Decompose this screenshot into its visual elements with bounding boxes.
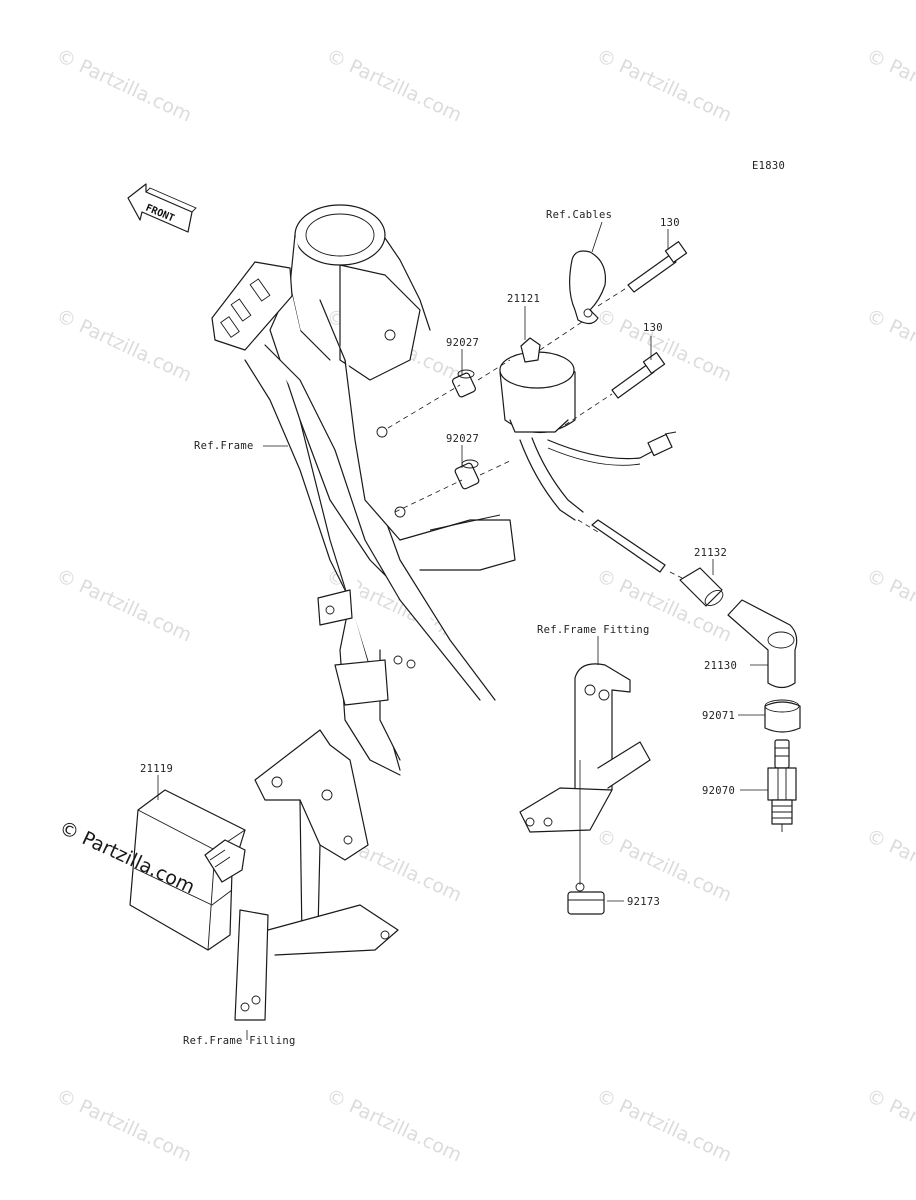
rubber-92173 xyxy=(567,882,605,915)
watermark: © Partzilla.com xyxy=(53,45,195,127)
label-92071: 92071 xyxy=(702,710,735,722)
frame-outline xyxy=(211,204,516,776)
watermark: © Partzilla.com xyxy=(593,825,735,907)
watermark: © Partzilla.com xyxy=(323,45,465,127)
label-92027-bot: 92027 xyxy=(446,433,479,445)
diagram-code: E1830 xyxy=(752,160,785,172)
watermark: © Partzilla.com xyxy=(593,305,735,387)
leader-lines xyxy=(157,221,768,1040)
ignition-coil xyxy=(499,337,677,521)
front-arrow-icon: FRONT xyxy=(127,183,197,233)
cdi-bracket xyxy=(234,729,399,1021)
label-92173: 92173 xyxy=(627,896,660,908)
label-92027-top: 92027 xyxy=(446,337,479,349)
label-130-top: 130 xyxy=(660,217,680,229)
label-ref-frame-fitting-upper: Ref.Frame Fitting xyxy=(537,624,650,636)
label-21132: 21132 xyxy=(694,547,727,559)
bolt-130-top xyxy=(627,241,688,293)
cable-clamp xyxy=(569,250,607,325)
watermark: © Partzilla.com xyxy=(593,1085,735,1167)
label-21119: 21119 xyxy=(140,763,173,775)
cap-21132 xyxy=(679,567,724,607)
plug-cap-21130 xyxy=(727,599,798,689)
bolt-130-mid xyxy=(611,352,666,399)
label-ref-cables: Ref.Cables xyxy=(546,209,612,221)
watermark: © Partzilla.com xyxy=(863,565,916,647)
watermark: © Partzilla.com xyxy=(323,1085,465,1167)
watermark: © Partzilla.com xyxy=(593,45,735,127)
spark-plug-wire xyxy=(591,519,666,573)
label-ref-frame: Ref.Frame xyxy=(194,440,254,452)
label-92070: 92070 xyxy=(702,785,735,797)
collar-92027-top xyxy=(452,369,476,398)
seal-92071 xyxy=(764,699,801,733)
watermark: © Partzilla.com xyxy=(863,305,916,387)
cdi-unit-21119 xyxy=(129,789,246,951)
collar-92027-bot xyxy=(454,459,480,490)
watermark: © Partzilla.com xyxy=(53,565,195,647)
watermark: © Partzilla.com xyxy=(863,45,916,127)
label-ref-frame-fitting-lower: Ref.Frame Filling xyxy=(183,1035,296,1047)
frame-fitting-upper xyxy=(519,663,651,833)
watermark: © Partzilla.com xyxy=(53,305,195,387)
watermark: © Partzilla.com xyxy=(863,825,916,907)
label-21130: 21130 xyxy=(704,660,737,672)
spark-plug-92070 xyxy=(767,739,797,832)
watermark: © Partzilla.com xyxy=(53,1085,195,1167)
watermark: © Partzilla.com xyxy=(863,1085,916,1167)
label-130-mid: 130 xyxy=(643,322,663,334)
label-21121: 21121 xyxy=(507,293,540,305)
